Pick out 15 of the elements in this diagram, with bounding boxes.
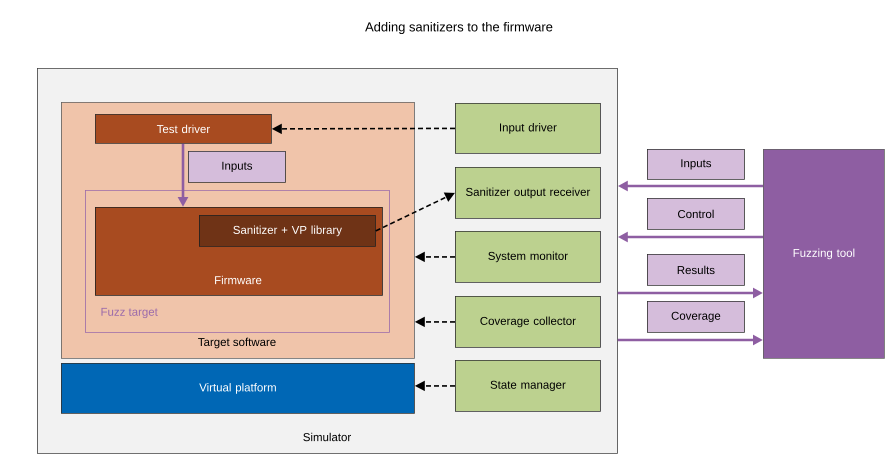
process-box: Test driver [95, 114, 272, 144]
data-label-box: Inputs [647, 149, 745, 180]
data-label-box: Control [647, 198, 745, 230]
library-box: Sanitizer + VP library [199, 214, 376, 247]
title: Adding sanitizers to the firmware [365, 22, 552, 34]
data-label-box: Inputs [188, 151, 286, 183]
component-box: State manager [455, 360, 601, 412]
component-box: System monitor [455, 230, 601, 283]
platform-bar: Virtual platform [61, 363, 415, 414]
tool-box: Fuzzing tool [763, 149, 885, 359]
data-label-box: Coverage [647, 301, 745, 333]
data-label-box: Results [647, 254, 745, 286]
component-box: Sanitizer output receiver [455, 167, 601, 219]
component-box: Input driver [455, 103, 601, 154]
component-box: Coverage collector [455, 296, 601, 348]
